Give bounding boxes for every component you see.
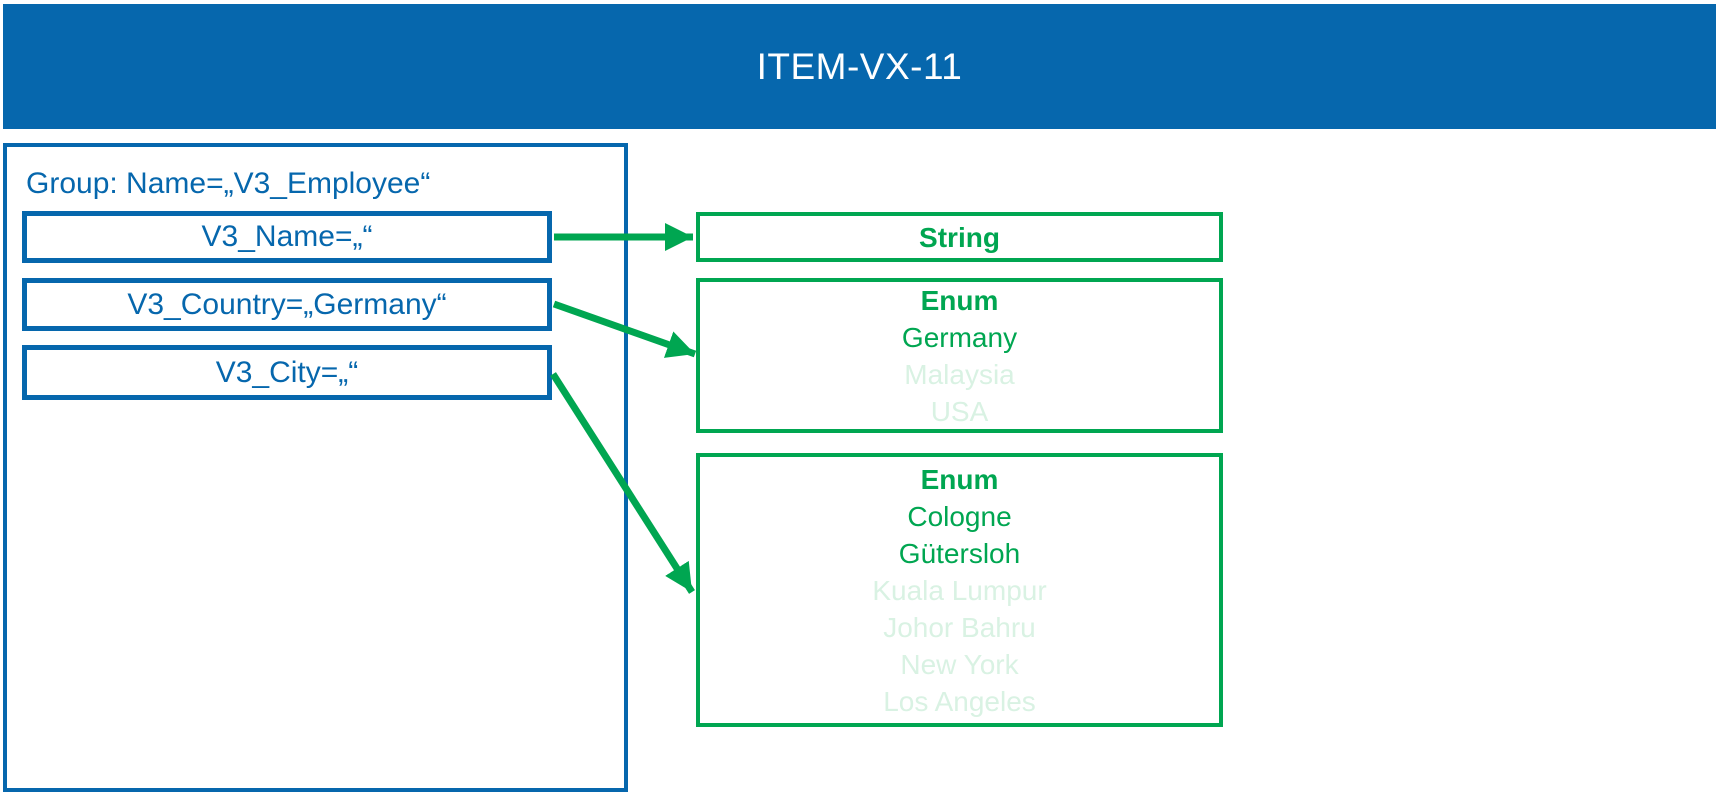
type-box-enum-city: Enum Cologne Gütersloh Kuala Lumpur Joho… <box>696 453 1223 727</box>
field-label-v3-city: V3_City=„“ <box>215 355 359 389</box>
group-label: Group: Name=„V3_Employee“ <box>26 167 431 200</box>
type-box-enum-country: Enum Germany Malaysia USA <box>696 278 1223 433</box>
field-label-v3-country: V3_Country=„Germany“ <box>127 287 447 321</box>
field-box-v3-name: V3_Name=„“ <box>22 211 552 263</box>
enum-value-usa: USA <box>930 395 989 427</box>
type-name-string: String <box>919 221 1000 253</box>
page-title: ITEM-VX-11 <box>756 45 963 87</box>
field-box-v3-country: V3_Country=„Germany“ <box>22 278 552 331</box>
type-name-enum-country: Enum <box>920 284 999 316</box>
title-bar: ITEM-VX-11 <box>3 4 1716 129</box>
enum-value-johor-bahru: Johor Bahru <box>883 611 1036 643</box>
enum-value-los-angeles: Los Angeles <box>883 685 1036 717</box>
enum-value-cologne: Cologne <box>907 500 1012 532</box>
type-name-enum-city: Enum <box>920 463 999 495</box>
enum-value-new-york: New York <box>900 648 1019 680</box>
field-box-v3-city: V3_City=„“ <box>22 345 552 400</box>
enum-value-kuala-lumpur: Kuala Lumpur <box>872 574 1047 606</box>
field-label-v3-name: V3_Name=„“ <box>201 220 373 253</box>
enum-value-malaysia: Malaysia <box>904 358 1015 390</box>
type-box-string: String <box>696 212 1223 262</box>
enum-value-germany: Germany <box>901 321 1018 353</box>
enum-value-guetersloh: Gütersloh <box>898 537 1021 569</box>
